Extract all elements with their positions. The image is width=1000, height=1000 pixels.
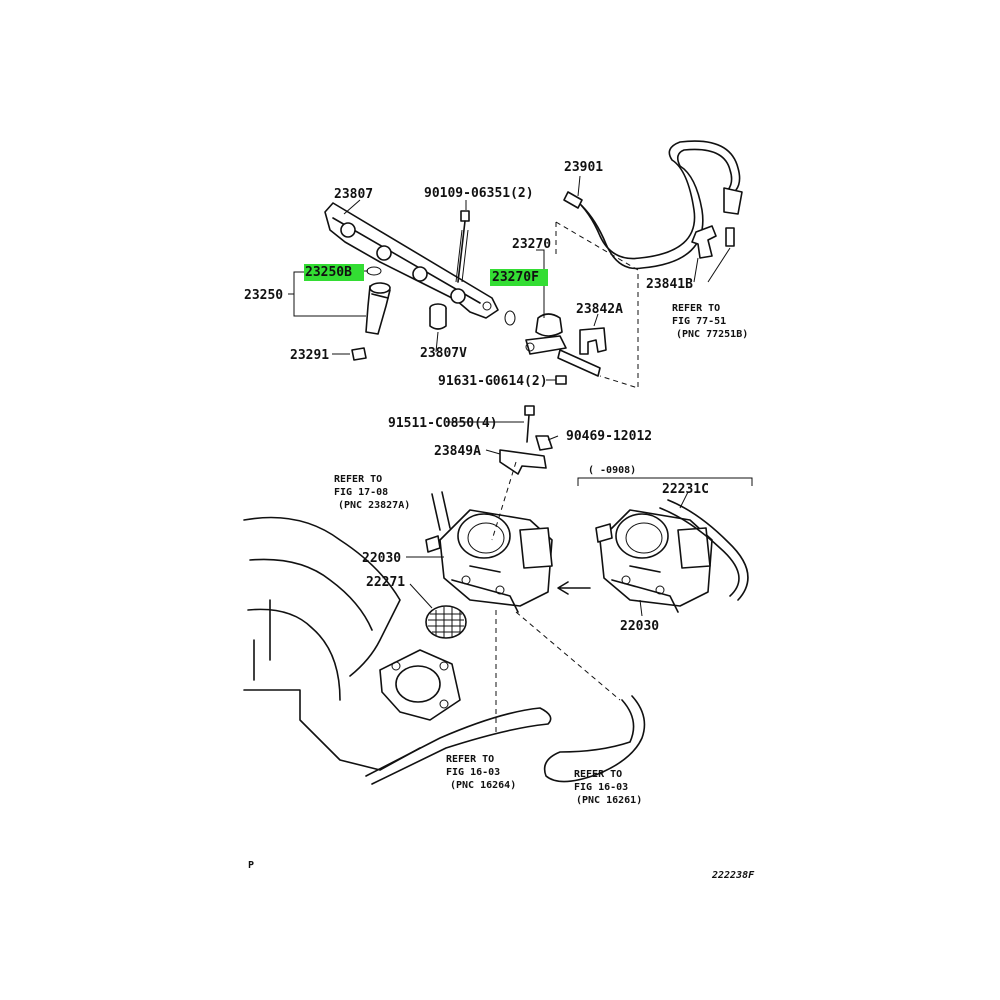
leader-lines <box>288 175 731 617</box>
highlight-23270f <box>490 269 548 286</box>
label-23807[interactable]: 23807 <box>334 187 373 202</box>
label-91631[interactable]: 91631-G0614(2) <box>438 374 548 389</box>
bolt-91511[interactable] <box>524 405 535 443</box>
label-23807v[interactable]: 23807V <box>420 346 467 361</box>
clip-23841b[interactable] <box>691 225 735 259</box>
label-22231c[interactable]: 22231C <box>662 482 709 497</box>
o-ring-23270f[interactable] <box>504 310 516 326</box>
fuel-hose-23901[interactable] <box>563 140 743 270</box>
hose-joint-right <box>595 523 613 543</box>
ref-line3: (PNC 16261) <box>576 795 642 806</box>
clamp-23842a[interactable] <box>579 327 607 355</box>
ref-line3: (PNC 23827A) <box>338 500 410 511</box>
hose-ref-16264 <box>365 707 552 785</box>
label-90109[interactable]: 90109-06351(2) <box>424 186 534 201</box>
replacement-arrow <box>557 581 591 595</box>
hose-ref-16261 <box>543 695 646 783</box>
ref-line1: REFER TO <box>574 769 622 780</box>
ref-line2: FIG 16-03 <box>574 782 628 793</box>
label-22030-right[interactable]: 22030 <box>620 619 659 634</box>
ref-line3: (PNC 16264) <box>450 780 516 791</box>
intake-manifold <box>243 516 461 771</box>
fuel-injector-23250[interactable] <box>365 282 391 335</box>
label-23901[interactable]: 23901 <box>564 160 603 175</box>
fuel-delivery-pipe[interactable] <box>324 202 499 319</box>
ref-line2: FIG 17-08 <box>334 487 388 498</box>
gasket-22271[interactable] <box>425 605 467 639</box>
clamp-90469[interactable] <box>535 435 553 451</box>
ref-line1: REFER TO <box>446 754 494 765</box>
ref-fig-16-03-a[interactable]: REFER TO FIG 16-03 (PNC 16264) <box>446 754 516 791</box>
label-23270[interactable]: 23270 <box>512 237 551 252</box>
pressure-regulator-23270[interactable] <box>525 313 601 377</box>
throttle-body-22030-early[interactable] <box>599 509 713 613</box>
label-91511[interactable]: 91511-C0850(4) <box>388 416 498 431</box>
ref-line1: REFER TO <box>334 474 382 485</box>
label-23291[interactable]: 23291 <box>290 348 329 363</box>
label-23250[interactable]: 23250 <box>244 288 283 303</box>
ref-fig-17-08[interactable]: REFER TO FIG 17-08 (PNC 23827A) <box>334 474 410 511</box>
bracket-23849a[interactable] <box>499 449 547 475</box>
label-23841b[interactable]: 23841B <box>646 277 693 292</box>
label-date-range: ( -0908) <box>588 465 636 476</box>
highlight-23250b <box>304 264 364 281</box>
label-22030-left[interactable]: 22030 <box>362 551 401 566</box>
label-23849a[interactable]: 23849A <box>434 444 481 459</box>
hose-22231c[interactable] <box>659 499 749 601</box>
ref-line3: (PNC 77251B) <box>676 329 748 340</box>
ref-fig-16-03-b[interactable]: REFER TO FIG 16-03 (PNC 16261) <box>574 769 642 806</box>
spacer-23807v[interactable] <box>429 303 447 330</box>
ref-line1: REFER TO <box>672 303 720 314</box>
hose-ref-17-08 <box>431 491 451 531</box>
ref-fig-77-51[interactable]: REFER TO FIG 77-51 (PNC 77251B) <box>672 303 748 340</box>
label-23270f[interactable]: 23270F <box>492 270 539 285</box>
throttle-body-22030[interactable] <box>439 509 553 613</box>
o-ring-23250b[interactable] <box>366 266 382 276</box>
illustration-code: 222238F <box>711 870 755 881</box>
label-23842a[interactable]: 23842A <box>576 302 623 317</box>
label-23250b[interactable]: 23250B <box>305 265 352 280</box>
label-22271[interactable]: 22271 <box>366 575 405 590</box>
date-bracket <box>577 477 753 486</box>
ref-line2: FIG 77-51 <box>672 316 726 327</box>
bolt-90109[interactable] <box>455 210 470 283</box>
insulator-23291[interactable] <box>351 347 367 361</box>
corner-mark-left: P <box>248 860 254 871</box>
ref-line2: FIG 16-03 <box>446 767 500 778</box>
screw-91631[interactable] <box>555 375 567 385</box>
label-90469[interactable]: 90469-12012 <box>566 429 652 444</box>
hose-joint-left <box>425 535 441 553</box>
